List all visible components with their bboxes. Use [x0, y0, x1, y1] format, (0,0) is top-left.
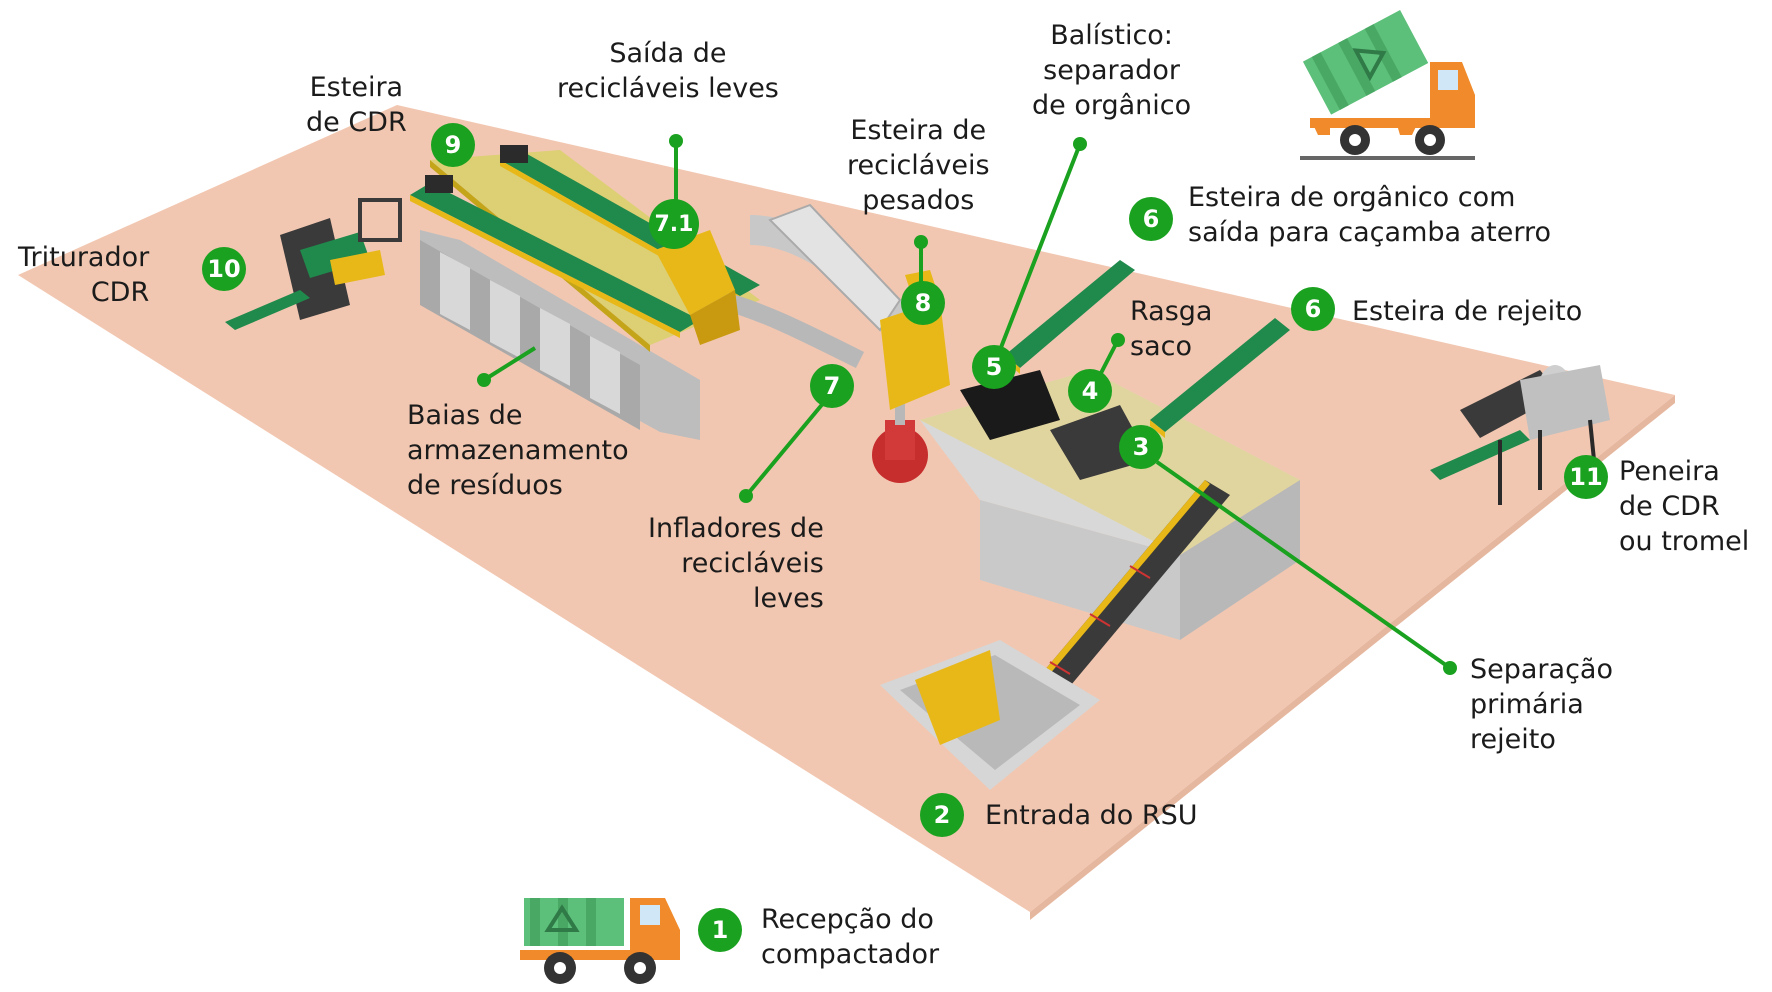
storage-bays [420, 150, 760, 440]
dump-truck-icon [1300, 10, 1475, 160]
organic-belt [1005, 260, 1135, 368]
badge-4: 4 [1068, 369, 1112, 413]
reject-belt [1150, 318, 1290, 432]
badge-6-rejeito: 6 [1291, 287, 1335, 331]
badge-2: 2 [920, 793, 964, 837]
rsu-intake-pit [880, 640, 1100, 790]
badge-7: 7 [810, 364, 854, 408]
badge-10: 10 [202, 247, 246, 291]
label-entrada-rsu: Entrada do RSU [985, 800, 1198, 831]
heavy-recyclables-belt [768, 203, 950, 410]
badge-11: 11 [1564, 455, 1608, 499]
light-recyclables-exit [655, 230, 740, 345]
badge-8: 8 [901, 281, 945, 325]
recycling-truck-icon [520, 898, 680, 984]
label-esteira-rejeito: Esteira de rejeito [1352, 296, 1583, 327]
badge-3: 3 [1119, 425, 1163, 469]
cdr-trommel [1430, 365, 1610, 505]
cdr-shredder [225, 198, 402, 330]
badge-7-1: 7.1 [649, 199, 699, 249]
badge-1: 1 [698, 908, 742, 952]
badge-9: 9 [431, 123, 475, 167]
badge-5: 5 [972, 345, 1016, 389]
badge-6-organico: 6 [1129, 197, 1173, 241]
